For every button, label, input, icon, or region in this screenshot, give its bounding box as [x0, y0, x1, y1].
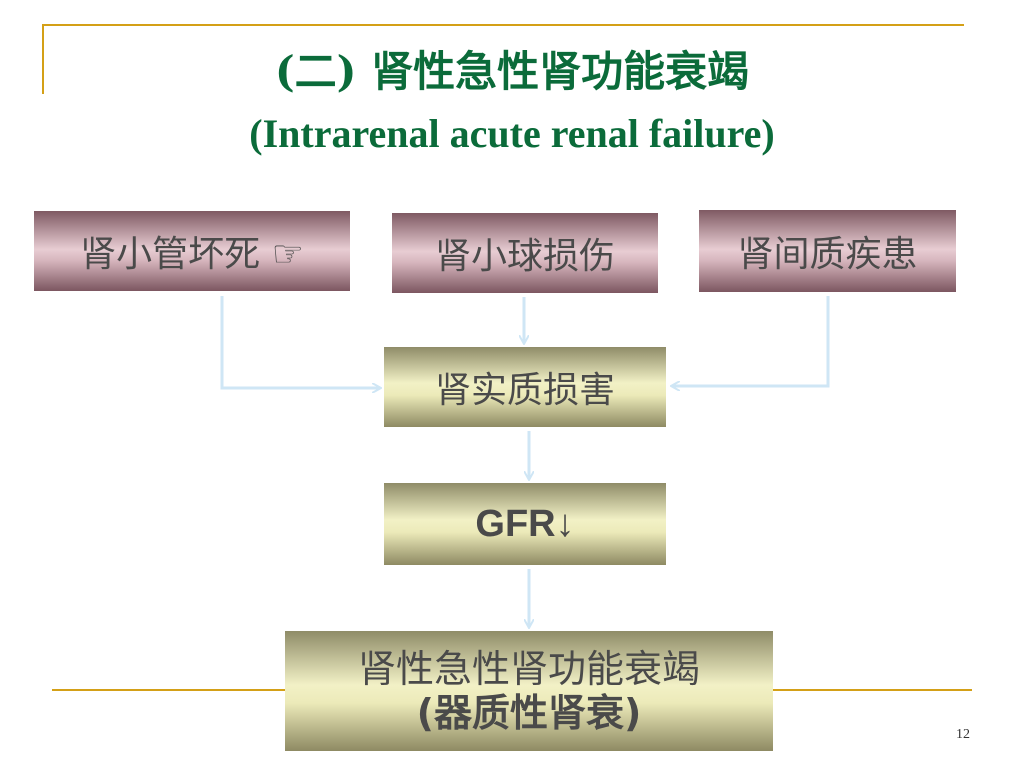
- box-gfr-decrease: GFR↓: [384, 483, 666, 565]
- box-interstitial-disease: 肾间质疾患: [699, 210, 956, 292]
- slide-title-english: (Intrarenal acute renal failure): [249, 111, 775, 156]
- result-line-1: 肾性急性肾功能衰竭: [357, 647, 700, 691]
- slide-title-chinese: (二) 肾性急性肾功能衰竭: [274, 47, 750, 96]
- page-number: 12: [956, 727, 970, 742]
- box-parenchymal-damage: 肾实质损害: [384, 347, 666, 427]
- top-rule: [42, 24, 964, 26]
- box-glomerular-injury: 肾小球损伤: [392, 213, 658, 293]
- box-tubular-necrosis: 肾小管坏死 ☞: [34, 211, 350, 291]
- left-rule: [42, 24, 44, 94]
- result-line-2: (器质性肾衰): [416, 691, 642, 735]
- connector-tubule-to-parenchyma: [220, 296, 380, 388]
- box-intrarenal-arf: 肾性急性肾功能衰竭 (器质性肾衰): [285, 631, 773, 751]
- connector-interstitium-to-parenchyma: [672, 296, 830, 386]
